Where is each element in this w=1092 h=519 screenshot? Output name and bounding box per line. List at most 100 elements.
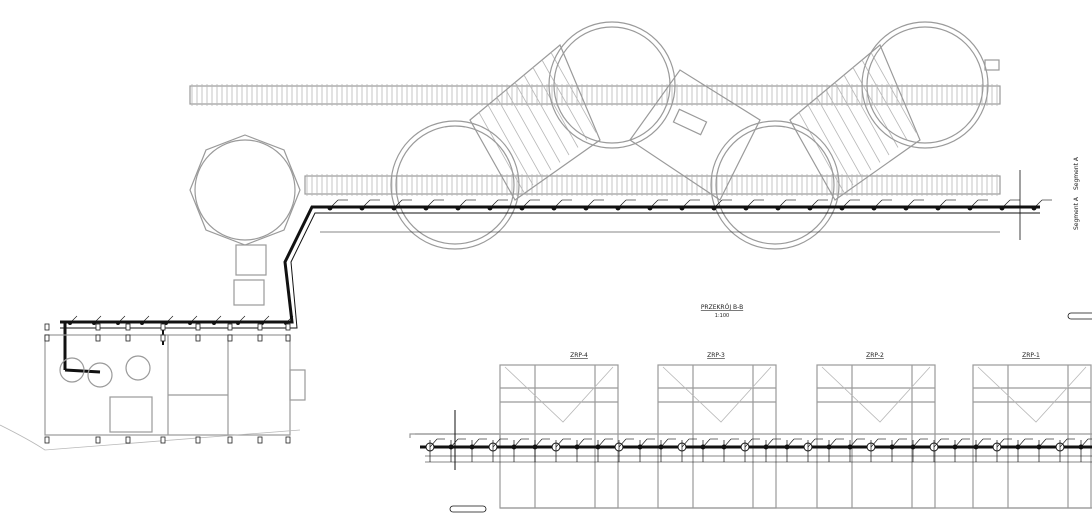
leader-line [702,438,711,448]
leader-line [141,315,150,324]
leader-line [425,199,435,209]
silo-frame [816,364,936,509]
conveyor-hatch [505,89,552,171]
silo-access [235,244,267,276]
rail-track-lower [304,175,1001,195]
door [289,369,306,401]
leader-line [1001,199,1011,209]
leader-line [585,199,595,209]
conveyor-hatch [514,82,561,163]
staircase [109,396,153,433]
leader-line [807,438,816,448]
leader-line [937,199,947,209]
leader-line [744,438,753,448]
conveyor-hatch [861,59,908,141]
leader-line [534,438,543,448]
leader-line [361,199,371,209]
leader-line [745,199,755,209]
leader-line [429,438,438,448]
column-marker [257,436,263,444]
column-marker [160,323,166,331]
leader-line [393,199,403,209]
leader-line [828,438,837,448]
leader-line [681,438,690,448]
silo-label: ZRP-1 [1022,352,1040,359]
leader-line [912,438,921,448]
leader-line [597,438,606,448]
conveyor-hatch [825,89,872,171]
column-marker [227,323,233,331]
leader-line [165,315,174,324]
silos-plan [189,21,989,306]
leader-line [93,315,102,324]
leader-line [329,199,339,209]
pipeline-route-secondary [60,212,1040,329]
column-marker [160,334,166,342]
leader-line [933,438,942,448]
leader-line [617,199,627,209]
silo-large-inner [715,125,835,245]
silo-large-inner [866,26,984,144]
column-marker [195,334,201,342]
conveyor-hatch [532,67,579,148]
conveyor-bridge [789,44,921,201]
column-marker [95,334,101,342]
conveyor-hatch [541,59,588,141]
silo-frame [499,364,619,509]
conveyor-bridge [629,69,761,201]
column-marker [227,334,233,342]
silo-small [189,134,301,246]
leader-line [777,199,787,209]
column-marker [285,323,291,331]
silo-label: ZRP-4 [570,352,588,359]
silo-large [390,120,520,250]
column-marker [95,323,101,331]
conveyor-hatch [478,112,525,193]
column-marker [257,323,263,331]
leader-line [1017,438,1026,448]
leader-line [649,199,659,209]
leader-line [891,438,900,448]
column-marker [160,436,166,444]
leader-line [841,199,851,209]
leader-line [576,438,585,448]
conveyor-hatch [496,97,543,178]
conveyor-hatch [852,67,899,148]
column-marker [257,334,263,342]
column-marker [44,436,50,444]
leader-line [69,315,78,324]
segment-label: Segment A [1073,196,1080,230]
leader-line [1059,438,1068,448]
silo-small-inner [194,139,296,241]
leader-line [450,438,459,448]
leader-line [870,438,879,448]
leader-line [1038,438,1047,448]
silo-large [548,21,676,149]
leader-line [492,438,501,448]
leader-line [996,438,1005,448]
leader-line [849,438,858,448]
leader-line [285,315,294,324]
leader-line [660,438,669,448]
column-marker [95,436,101,444]
conveyor-hatch [843,74,890,156]
conveyor-hatch [523,74,570,156]
silo-label: ZRP-2 [866,352,884,359]
silo-frame [972,364,1092,509]
leader-line [786,438,795,448]
silo-frame [657,364,777,509]
conveyor-hatch [816,97,863,178]
leader-line [905,199,915,209]
segment-label: Segment A [1073,156,1080,190]
leader-line [969,199,979,209]
column-marker [195,323,201,331]
reference-tag [1067,312,1092,320]
leader-line [765,438,774,448]
tank [125,355,151,381]
column-marker [125,323,131,331]
column-marker [125,334,131,342]
leader-line [555,438,564,448]
leader-line [1033,199,1043,209]
